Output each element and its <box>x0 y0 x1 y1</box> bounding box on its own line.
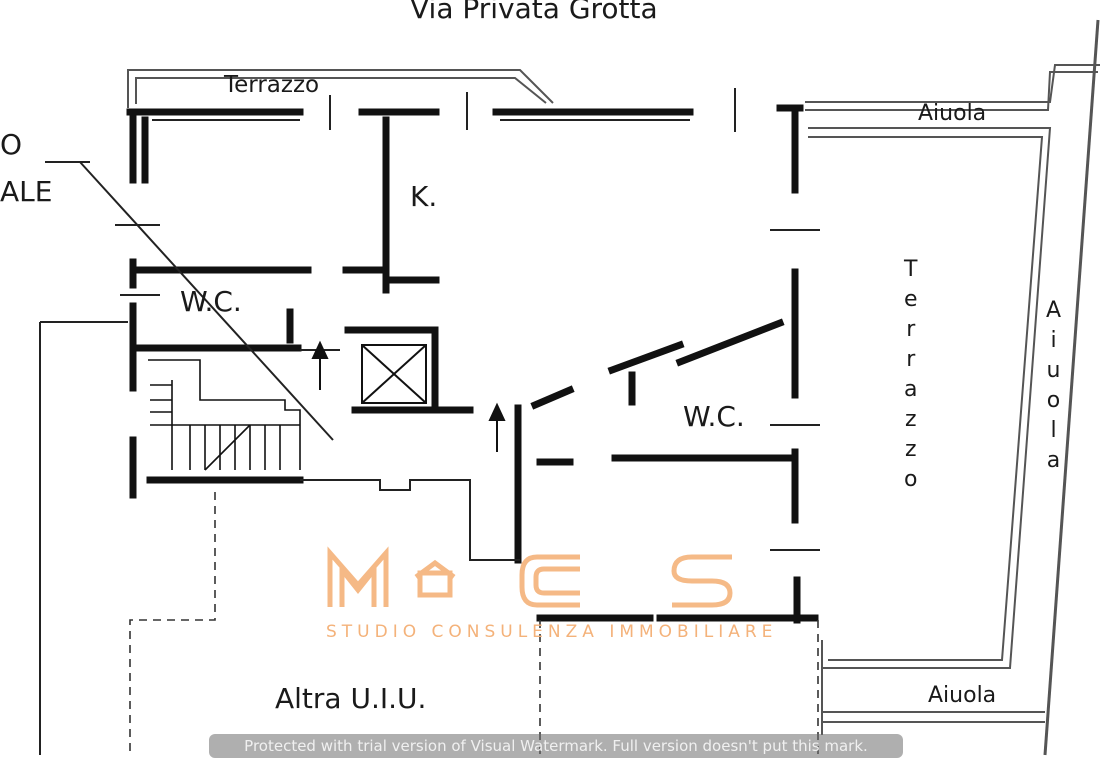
left-cut-label-top: O <box>0 128 23 161</box>
wc-left-label: W.C. <box>180 285 242 318</box>
flowerbed-right-label: A i u o l a <box>1046 298 1062 473</box>
right-terrace-outline <box>805 19 1100 756</box>
terrace-top-label: Terrazzo <box>224 72 320 98</box>
adjoining-unit-outline <box>129 492 819 755</box>
kitchen-label: K. <box>410 180 438 213</box>
flowerbed-bottom-label: Aiuola <box>928 683 997 708</box>
trial-watermark-banner: Protected with trial version of Visual W… <box>209 734 903 758</box>
terrace-right-label: T e r r a z z o <box>904 257 918 492</box>
watermark-subtitle: STUDIO CONSULENZA IMMOBILIARE <box>326 622 778 642</box>
thin-lines <box>39 88 820 755</box>
street-label: Via Privata Grotta <box>410 0 658 25</box>
wc-right-label: W.C. <box>683 400 745 433</box>
watermark-logo <box>327 546 733 608</box>
walls <box>126 104 819 624</box>
other-unit-label: Altra U.I.U. <box>275 682 427 715</box>
terrace-outline-top <box>127 69 554 108</box>
left-cut-label-bottom: ALE <box>0 175 53 208</box>
elevator-shaft <box>361 344 427 404</box>
staircase <box>148 359 301 471</box>
entry-arrows <box>311 340 506 452</box>
flowerbed-top-label: Aiuola <box>918 101 987 126</box>
